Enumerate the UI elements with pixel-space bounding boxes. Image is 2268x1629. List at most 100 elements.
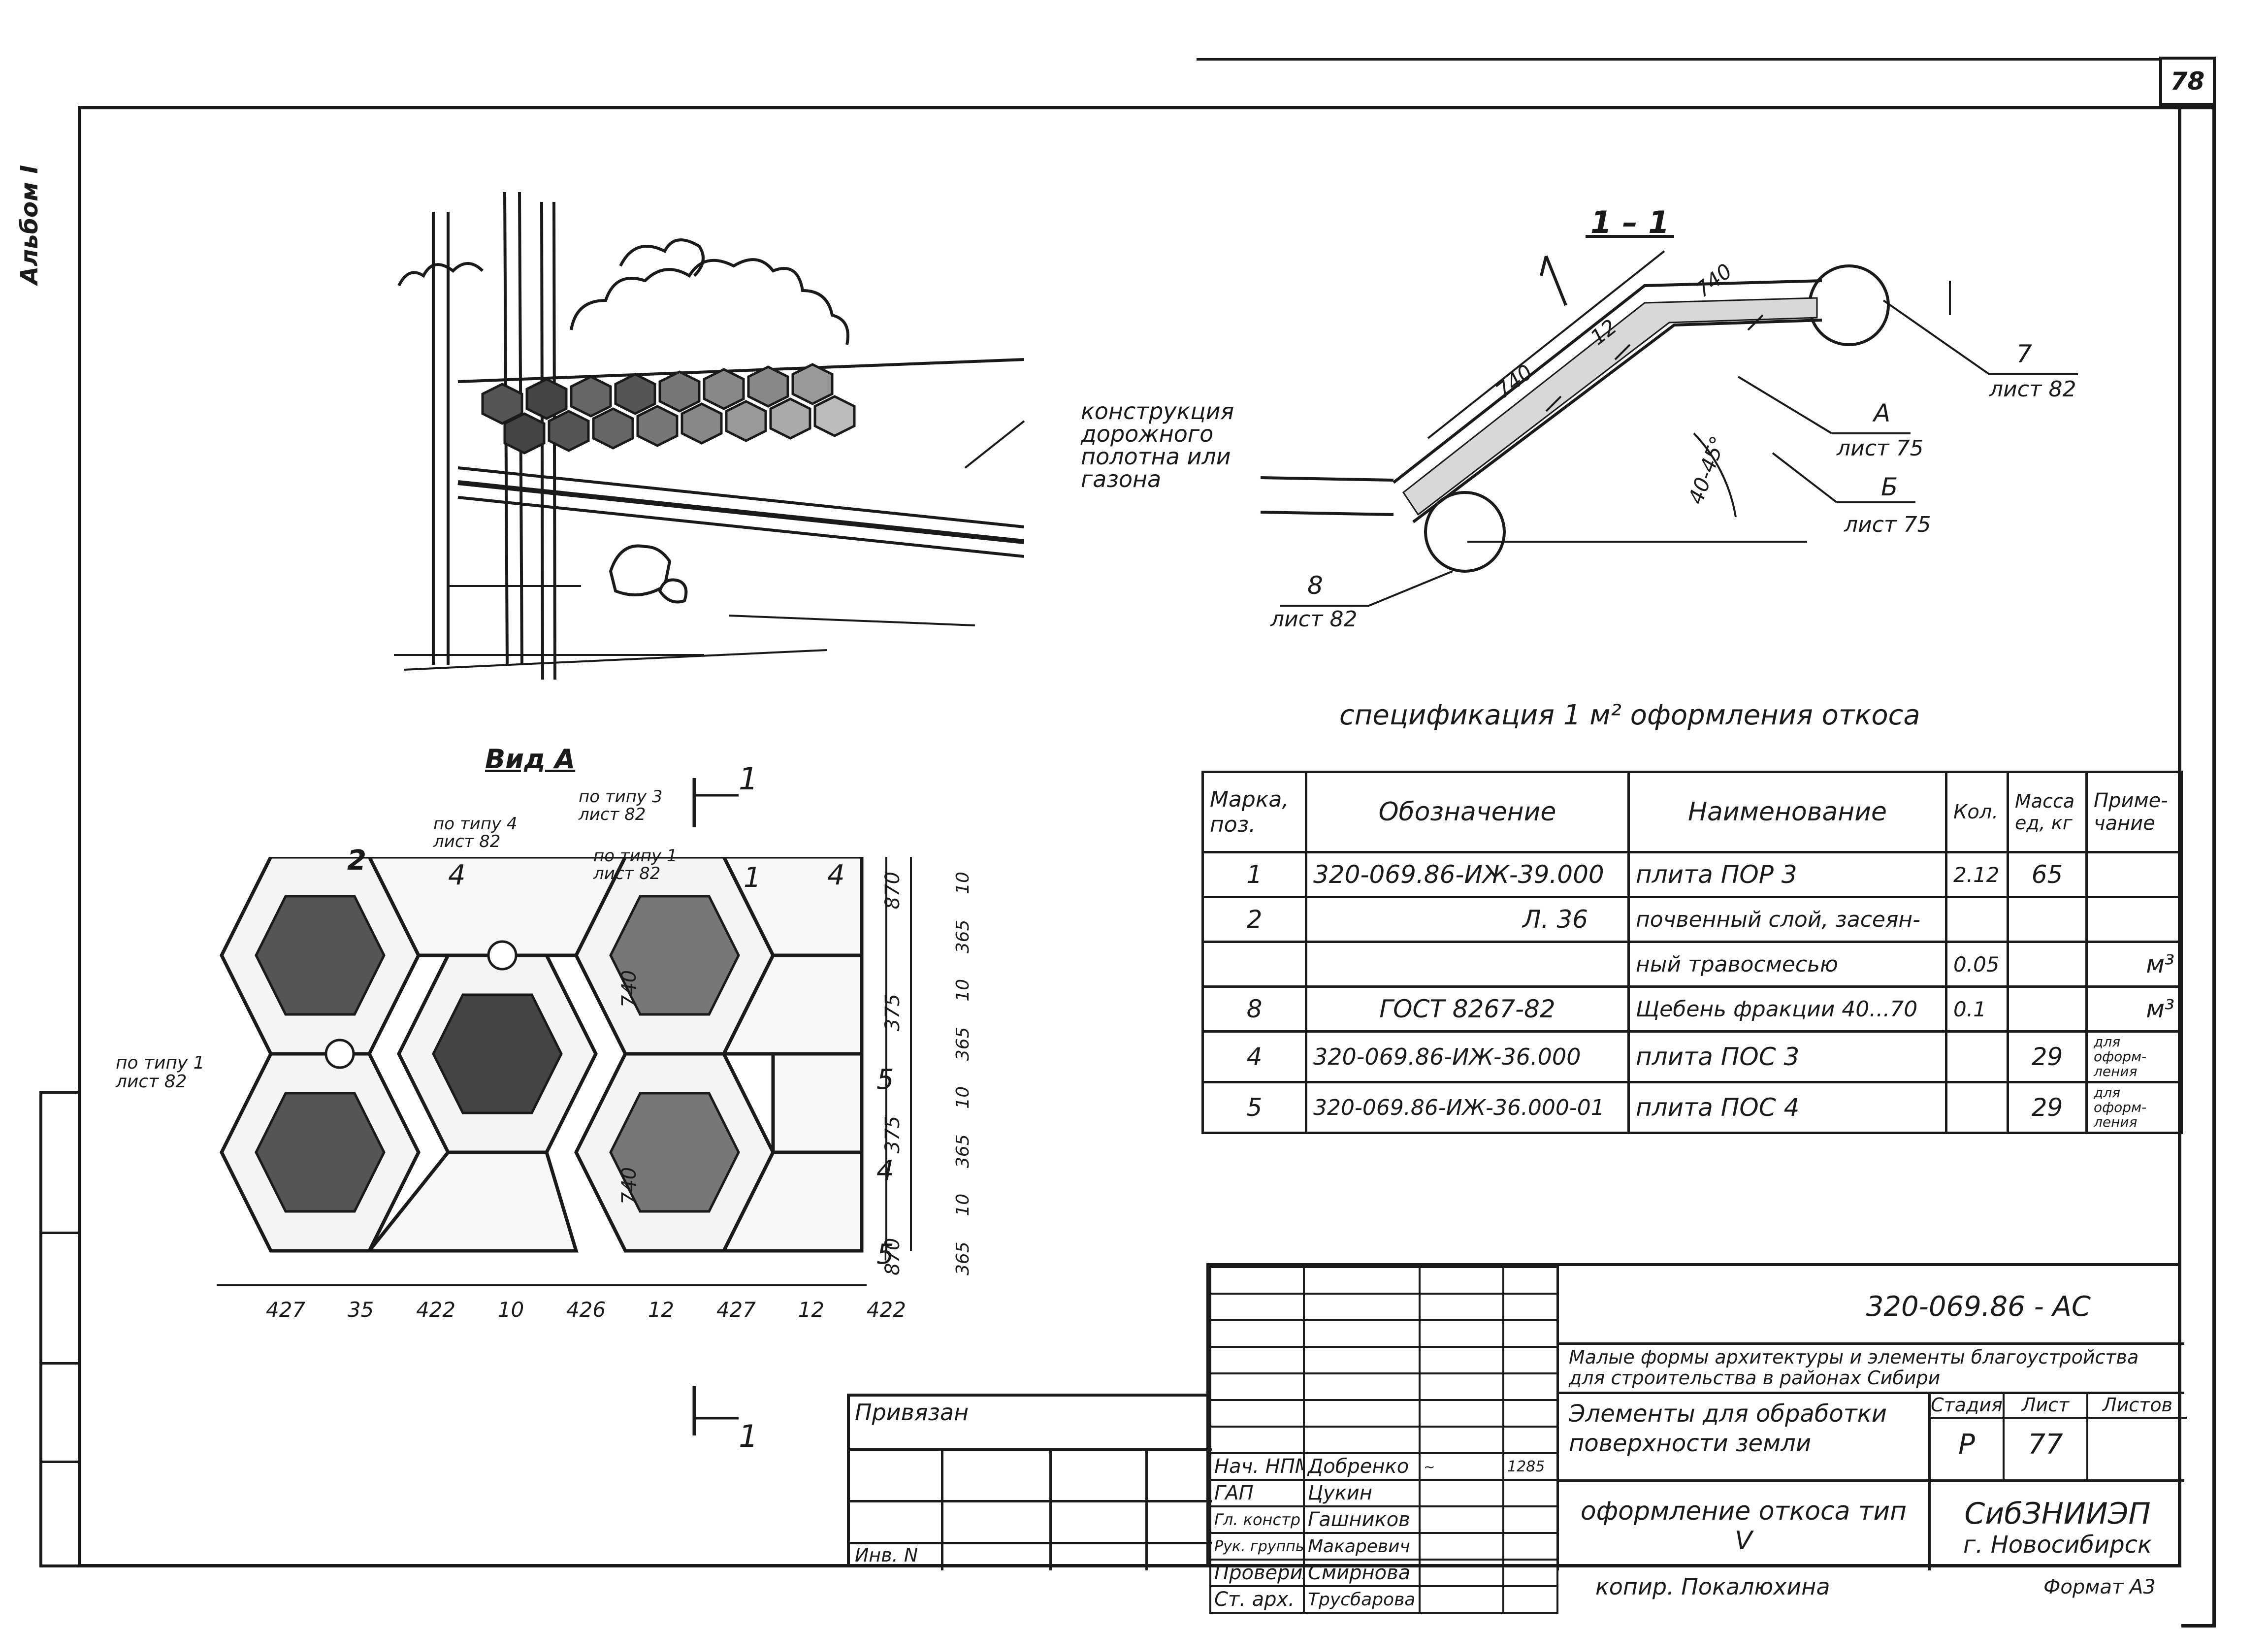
privyazan-block: Привязан Инв. N — [847, 1394, 1212, 1570]
dim-value: 422 — [866, 1298, 906, 1322]
spec-row: 8 ГОСТ 8267-82 Щебень фракции 40...70 0.… — [1201, 985, 2183, 1033]
spec-table: Марка, поз. Обозначение Наименование Кол… — [1201, 771, 2183, 1134]
spec-cell: Л. 36 — [1305, 896, 1630, 943]
signature-row: Ст. арх. Трусбарова — [1209, 1585, 1558, 1614]
spec-cell: почвенный слой, засеян- — [1627, 896, 1947, 943]
dim-value: 375 — [881, 1115, 904, 1154]
spec-cell — [1945, 1030, 2009, 1083]
gravel-fill — [1402, 297, 1818, 516]
top-stub-line — [1197, 58, 2159, 61]
callout-8-mark: 8 — [1307, 571, 1323, 600]
signatory-name: Гашников — [1303, 1505, 1421, 1534]
view-a-mark: 4 — [448, 859, 466, 891]
hex-opening — [609, 895, 740, 1016]
signature — [1419, 1479, 1504, 1507]
spec-cell: 4 — [1201, 1030, 1307, 1083]
spec-row: 2 Л. 36 почвенный слой, засеян- — [1201, 896, 2183, 943]
view-a-dims-bottom: 427 35 422 10 426 12 427 12 422 — [266, 1298, 906, 1322]
boulder-small — [658, 578, 688, 604]
spec-cell: 29 — [2007, 1030, 2088, 1083]
sheets-header: Листов — [2088, 1394, 2187, 1419]
view-a-callout-3: по типу 1 лист 82 — [593, 846, 678, 883]
edge-slab — [367, 857, 627, 957]
spec-header-cell: Масса ед, кг — [2007, 771, 2088, 853]
hex-opening — [432, 993, 563, 1114]
signature-row: ГАП Цукин — [1209, 1479, 1558, 1507]
section-title: 1 – 1 — [1590, 204, 1670, 240]
spec-cell — [2085, 851, 2183, 898]
spec-cell: 320-069.86-ИЖ-36.000-01 — [1305, 1081, 1630, 1134]
spec-cell: плита ПОС 4 — [1627, 1081, 1947, 1134]
spec-row: 1 320-069.86-ИЖ-39.000 плита ПОР 3 2.12 … — [1201, 851, 2183, 898]
privyazan-label: Привязан — [855, 1399, 969, 1426]
signatory-role: Нач. НПМ — [1209, 1452, 1305, 1481]
right-frame-strip — [2181, 106, 2216, 1628]
title-block: Нач. НПМ Добренко ~ 1285 ГАП Цукин Гл. к… — [1206, 1263, 2187, 1614]
spec-cell: 8 — [1201, 985, 1307, 1033]
view-a-callout-1: по типу 4 лист 82 — [433, 814, 518, 851]
tree-canopy — [397, 262, 484, 287]
spec-cell: 0.1 — [1945, 985, 2009, 1033]
view-a-callout-4: по типу 1 лист 82 — [116, 1053, 205, 1092]
view-a-dims-right-outer: 870 375 375 870 — [881, 872, 906, 1275]
dim-value: 427 — [716, 1298, 756, 1322]
spec-cell: 2 — [1201, 896, 1307, 943]
view-a-mark: 4 — [876, 1155, 894, 1187]
spec-cell: плита ПОС 3 — [1627, 1030, 1947, 1083]
spec-cell: плита ПОР 3 — [1627, 851, 1947, 898]
spec-row: 4 320-069.86-ИЖ-36.000 плита ПОС 3 29 дл… — [1201, 1030, 2183, 1083]
angle-arc — [1693, 432, 1737, 518]
detail-circle-7 — [1808, 264, 1890, 346]
callout-b-mark: Б — [1881, 473, 1898, 501]
format-note: Формат А3 — [2043, 1576, 2156, 1598]
spec-cell — [1945, 1081, 2009, 1134]
spec-cell: м³ — [2085, 941, 2183, 988]
signature-row: Проверил Смирнова — [1209, 1559, 1558, 1587]
view-a-dim-740: 740 — [618, 1167, 641, 1205]
view-a-dims-right-inner: 365 10 365 10 365 10 365 10 — [953, 872, 977, 1275]
signature-date: 1285 — [1502, 1452, 1558, 1481]
spec-cell — [2007, 941, 2088, 988]
stage-header: Стадия — [1931, 1394, 2005, 1419]
dim-value: 375 — [881, 993, 904, 1032]
sheet-number: 78 — [2170, 67, 2205, 96]
spec-header-cell: Обозначение — [1305, 771, 1630, 853]
signatory-name: Смирнова — [1303, 1559, 1421, 1587]
spec-title: спецификация 1 м² оформления откоса — [1339, 699, 1920, 731]
spec-cell — [1305, 941, 1630, 988]
spec-cell: 1 — [1201, 851, 1307, 898]
dim-value: 10 — [953, 1086, 973, 1109]
spec-cell: 5 — [1201, 1081, 1307, 1134]
edge-slab — [365, 1150, 579, 1253]
view-a-plan — [217, 857, 912, 1286]
spec-cell — [2007, 985, 2088, 1033]
signatory-role: ГАП — [1209, 1479, 1305, 1507]
project-cell: Малые формы архитектуры и элементы благо… — [1556, 1345, 2184, 1394]
spec-header-cell: Приме-чание — [2085, 771, 2183, 853]
hex-opening — [255, 1092, 386, 1213]
detail-circle-8 — [1424, 491, 1506, 573]
callout-7-mark: 7 — [2016, 340, 2032, 368]
dim-value: 365 — [953, 1134, 973, 1169]
joint-circle — [324, 1039, 355, 1069]
view-a-cut-line — [692, 778, 739, 827]
dim-value: 35 — [347, 1298, 374, 1322]
left-margin-strip — [39, 1091, 81, 1567]
sheets-value — [2088, 1419, 2187, 1479]
joint-circle — [487, 940, 518, 971]
element-cell: Элементы для обработки поверхности земли — [1556, 1394, 1928, 1482]
bush-outline — [570, 258, 849, 345]
signature-row: Гл. констр Гашников — [1209, 1505, 1558, 1534]
dim-value: 10 — [953, 872, 973, 894]
dim-value: 365 — [953, 919, 973, 954]
doc-code: 320-069.86 - АС — [1866, 1291, 2091, 1323]
callout-a-sheet: лист 75 — [1837, 436, 1924, 461]
spec-cell: для оформ-ления — [2085, 1030, 2183, 1083]
element-title: Элементы для обработки поверхности земли — [1569, 1400, 1887, 1457]
org-city: г. Новосибирск — [1963, 1531, 2152, 1559]
view-a-mark: 5 — [876, 1238, 894, 1271]
doc-code-cell: 320-069.86 - АС — [1556, 1266, 2184, 1345]
edge-slab — [771, 1052, 864, 1154]
perspective-sketch — [394, 192, 1024, 680]
spec-cell — [2085, 896, 2183, 943]
